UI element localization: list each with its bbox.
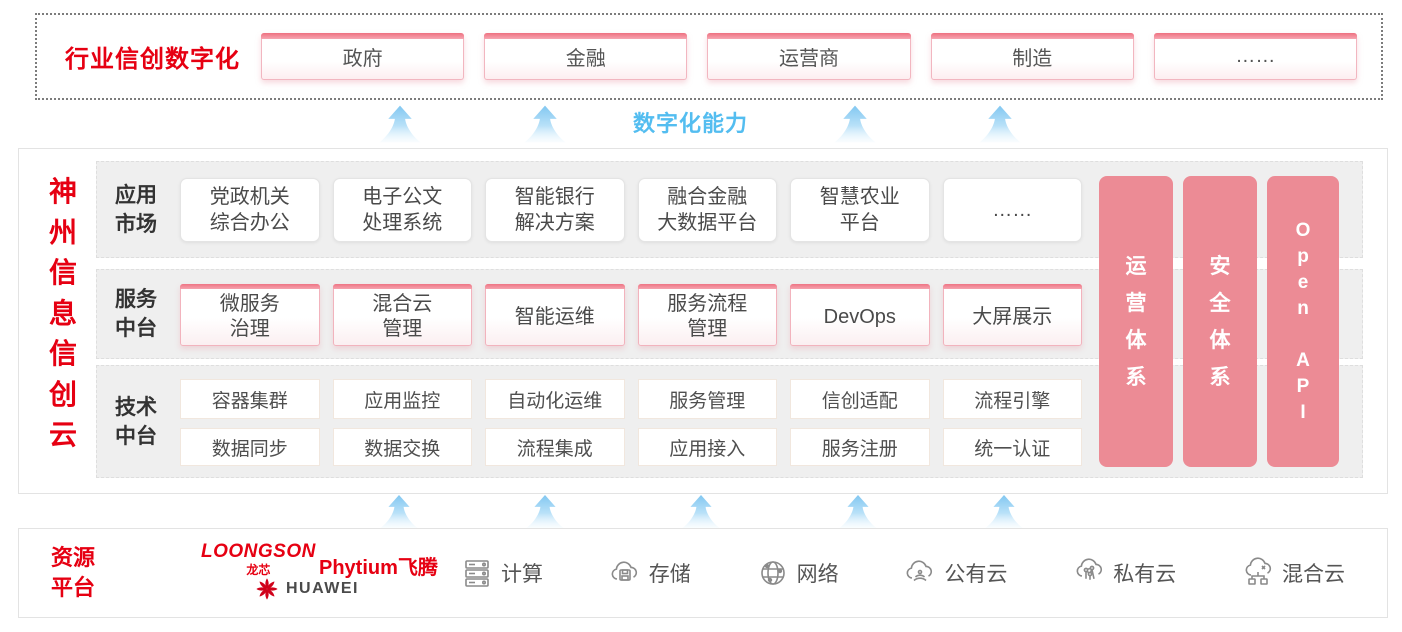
app-card-finance-bigdata: 融合金融 大数据平台 bbox=[637, 178, 777, 242]
service-card-dashboard-display: 大屏展示 bbox=[942, 284, 1082, 346]
tech-card-service-mgmt: 服务管理 bbox=[637, 379, 777, 419]
tech-card-app-monitoring: 应用监控 bbox=[332, 379, 472, 419]
arrow-up-icon bbox=[380, 495, 418, 528]
resource-item-label: 公有云 bbox=[944, 563, 1008, 586]
resource-item-storage: 存储 bbox=[609, 557, 691, 589]
resource-item-private-cloud: 私有云 bbox=[1073, 557, 1176, 589]
tech-platform-label: 技术 中台 bbox=[115, 395, 157, 448]
service-card-devops: DevOps bbox=[790, 284, 930, 346]
resource-item-hybrid-cloud: 混合云 bbox=[1242, 557, 1345, 589]
xinchuang-cloud-panel: 神 州 信 息 信 创 云 应用 市场 党政机关 综合办公 电子公文 处理系统 … bbox=[18, 148, 1388, 494]
sector-card-operator: 运营商 bbox=[707, 33, 911, 80]
platform-title-vertical: 神 州 信 息 信 创 云 bbox=[48, 176, 77, 450]
tech-card-xinchuang-adaptation: 信创适配 bbox=[790, 379, 930, 419]
loongson-logo-subtext: 龙芯 bbox=[246, 563, 271, 577]
loongson-logo-text: LOONGSON bbox=[201, 541, 316, 562]
arrow-up-icon bbox=[979, 105, 1021, 143]
server-icon bbox=[465, 560, 489, 587]
sector-card-finance: 金融 bbox=[484, 33, 688, 80]
arrow-up-icon bbox=[834, 105, 876, 143]
tech-card-data-exchange: 数据交换 bbox=[332, 428, 472, 466]
resource-item-label: 私有云 bbox=[1113, 563, 1177, 586]
tech-card-automated-ops: 自动化运维 bbox=[485, 379, 625, 419]
industry-sector-list: 政府 金融 运营商 制造 …… bbox=[261, 33, 1358, 80]
phytium-logo: Phytium飞腾 bbox=[319, 557, 438, 579]
app-card-smart-banking: 智能银行 解决方案 bbox=[485, 178, 625, 242]
app-card-smart-agriculture: 智慧农业 平台 bbox=[790, 178, 930, 242]
sector-card-manufacturing: 制造 bbox=[930, 33, 1135, 80]
tech-card-app-access: 应用接入 bbox=[637, 428, 777, 466]
arrow-up-icon bbox=[682, 495, 720, 528]
industry-panel-title: 行业信创数字化 bbox=[65, 46, 240, 73]
tech-card-unified-auth: 统一认证 bbox=[942, 428, 1082, 466]
hybrid-cloud-icon bbox=[1245, 557, 1272, 585]
app-card-party-gov-office: 党政机关 综合办公 bbox=[180, 178, 320, 242]
resource-item-label: 网络 bbox=[796, 563, 839, 586]
sector-card-government: 政府 bbox=[261, 33, 465, 80]
industry-digitalization-panel: 行业信创数字化 政府 金融 运营商 制造 …… bbox=[35, 13, 1383, 100]
digital-capability-label: 数字化能力 bbox=[633, 111, 749, 136]
arrow-up-icon bbox=[379, 105, 421, 143]
service-card-intelligent-ops: 智能运维 bbox=[485, 284, 625, 346]
arrow-up-icon bbox=[839, 495, 877, 528]
arrow-up-icon bbox=[985, 495, 1023, 528]
resource-platform-panel: 资源 平台 LOONGSON 龙芯 Phytium飞腾 HUAWEI bbox=[18, 528, 1388, 618]
service-platform-label: 服务 中台 bbox=[115, 288, 157, 340]
tech-card-data-sync: 数据同步 bbox=[180, 428, 320, 466]
resource-item-network: 网络 bbox=[757, 557, 839, 589]
resource-item-compute: 计算 bbox=[461, 557, 543, 589]
arrow-up-icon bbox=[524, 105, 566, 143]
sidebar-operation-system: 运 营 体 系 bbox=[1099, 176, 1173, 467]
tech-card-process-integration: 流程集成 bbox=[485, 428, 625, 466]
resource-item-public-cloud: 公有云 bbox=[904, 557, 1007, 589]
resource-platform-label: 资源 平台 bbox=[51, 545, 96, 600]
tech-platform-row: 技术 中台 容器集群 应用监控 自动化运维 服务管理 信创适配 流程引擎 数据同… bbox=[96, 365, 1363, 478]
resource-item-label: 计算 bbox=[501, 563, 543, 586]
resource-item-list: 计算 存储 网络 公有云 bbox=[461, 529, 1345, 617]
loongson-logo: LOONGSON 龙芯 bbox=[201, 541, 316, 578]
service-card-hybrid-cloud-mgmt: 混合云 管理 bbox=[332, 284, 472, 346]
tech-card-container-cluster: 容器集群 bbox=[180, 379, 320, 419]
service-card-service-process-mgmt: 服务流程 管理 bbox=[637, 284, 777, 346]
public-cloud-icon bbox=[906, 560, 933, 582]
resource-item-label: 存储 bbox=[648, 563, 691, 586]
app-market-cards: 党政机关 综合办公 电子公文 处理系统 智能银行 解决方案 融合金融 大数据平台… bbox=[180, 178, 1082, 242]
tech-platform-cards: 容器集群 应用监控 自动化运维 服务管理 信创适配 流程引擎 数据同步 数据交换… bbox=[180, 379, 1082, 466]
arrow-up-icon bbox=[526, 495, 564, 528]
sector-card-more: …… bbox=[1153, 33, 1358, 80]
app-market-label: 应用 市场 bbox=[115, 183, 157, 236]
tech-card-process-engine: 流程引擎 bbox=[942, 379, 1082, 419]
service-card-microservice-governance: 微服务 治理 bbox=[180, 284, 320, 346]
sidebar-security-system: 安 全 体 系 bbox=[1183, 176, 1257, 467]
storage-cloud-icon bbox=[611, 561, 637, 581]
resource-item-label: 混合云 bbox=[1281, 563, 1345, 586]
app-card-more: …… bbox=[942, 178, 1082, 242]
huawei-logo: HUAWEI bbox=[255, 577, 359, 601]
tech-card-service-registry: 服务注册 bbox=[790, 428, 930, 466]
service-platform-cards: 微服务 治理 混合云 管理 智能运维 服务流程 管理 DevOps 大屏展示 bbox=[180, 284, 1082, 346]
app-card-e-document-system: 电子公文 处理系统 bbox=[332, 178, 472, 242]
private-cloud-icon bbox=[1076, 558, 1103, 580]
network-globe-icon bbox=[760, 561, 785, 585]
huawei-flower-icon bbox=[256, 578, 278, 600]
sidebar-open-api: O p e n A P I bbox=[1267, 176, 1339, 467]
huawei-logo-text: HUAWEI bbox=[286, 580, 359, 597]
